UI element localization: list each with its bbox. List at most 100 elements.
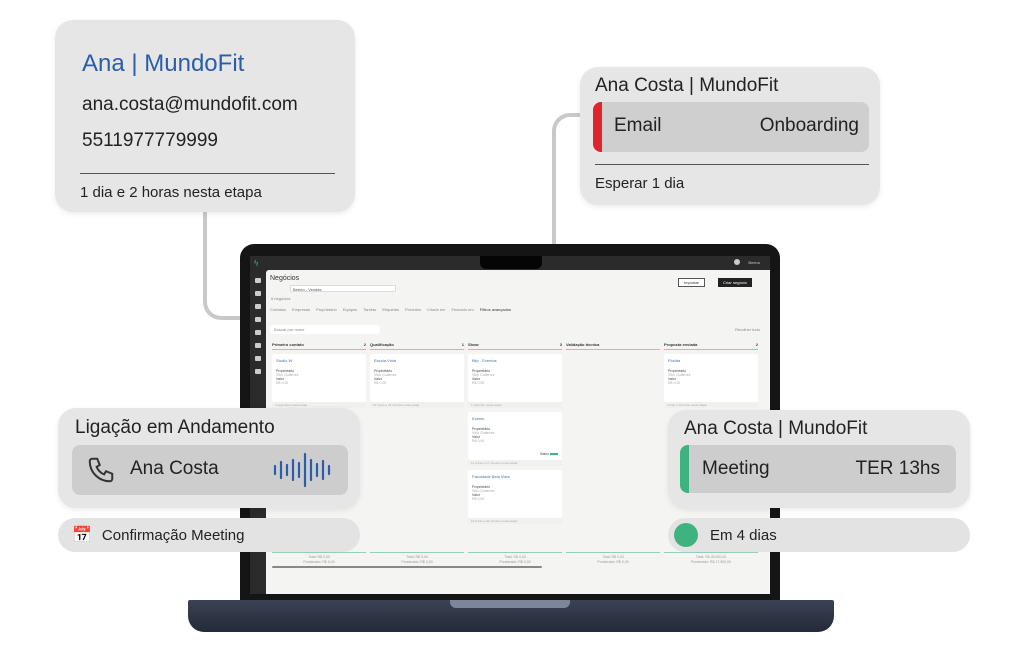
due-label: Em 4 dias <box>710 526 777 544</box>
call-title: Ligação em Andamento <box>75 417 275 438</box>
collapse-all-button[interactable]: Recolher tudo <box>735 327 760 332</box>
divider <box>595 164 869 165</box>
column-weighted: Ponderado: R$ 0,00 <box>401 560 433 564</box>
nav-icon[interactable] <box>254 369 261 374</box>
create-deal-button[interactable]: Criar negócio <box>718 278 752 287</box>
column-count: 1 <box>461 342 464 347</box>
filter-dropdown[interactable]: Criado em <box>427 307 446 312</box>
deal-name: Blip - Eventos <box>472 358 497 363</box>
deal-value: R$ 0,00 <box>374 381 387 385</box>
settings-icon[interactable] <box>734 259 740 265</box>
column-title: Primeiro contato <box>272 342 304 347</box>
owner-label: Proprietário <box>276 369 295 373</box>
pipeline-column: Validação técnica <box>566 342 660 350</box>
filter-dropdown[interactable]: Tarefas <box>363 307 377 312</box>
value-label: Valor <box>276 377 284 381</box>
filter-dropdown[interactable]: Empresas <box>292 307 311 312</box>
column-total: Total: R$ 0,00 <box>602 555 624 559</box>
call-row[interactable]: Ana Costa <box>72 445 348 495</box>
owner-value: Vitor Gutierrez <box>374 373 397 377</box>
meeting-type: Meeting <box>702 458 770 479</box>
stage-time: 1 dia e 2 horas nesta etapa <box>80 184 262 201</box>
filter-dropdown[interactable]: Fechado em <box>451 307 474 312</box>
call-card: Ligação em Andamento Ana Costa <box>58 408 360 508</box>
column-count: 2 <box>363 342 366 347</box>
nav-icon[interactable] <box>254 330 261 335</box>
deal-name: Studio W <box>276 358 293 363</box>
deal-stage-time: 1 segundo nesta etapa <box>468 402 562 408</box>
contact-card: Ana | MundoFit ana.costa@mundofit.com 55… <box>55 20 355 212</box>
nav-icon[interactable] <box>254 278 261 283</box>
priority-tag: Baixo <box>540 452 558 456</box>
filter-dropdown[interactable]: Equipes <box>342 307 358 312</box>
meeting-card: Ana Costa | MundoFit Meeting TER 13hs <box>668 410 970 508</box>
status-dot-icon <box>674 523 698 547</box>
filter-dropdown[interactable]: Proprietário <box>316 307 337 312</box>
column-title: Proposta enviada <box>664 342 698 347</box>
connector-line <box>203 210 248 320</box>
caller-name: Ana Costa <box>130 458 219 479</box>
column-title: Validação técnica <box>566 342 600 347</box>
advanced-filters-button[interactable]: Filtros avançados <box>479 307 512 312</box>
filter-dropdown[interactable]: Produtos <box>405 307 422 312</box>
value-label: Valor <box>374 377 382 381</box>
filter-bar: Contatos Empresas Proprietário Equipes Taref… <box>270 307 511 312</box>
deal-value: R$ 0,00 <box>472 381 485 385</box>
phone-icon <box>88 457 114 483</box>
column-total: Total: R$ 0,00 <box>504 555 526 559</box>
meeting-time: TER 13hs <box>855 458 940 479</box>
user-menu[interactable]: Beeno <box>748 260 760 265</box>
nav-icon[interactable] <box>254 317 261 322</box>
value-label: Valor <box>472 377 480 381</box>
deal-name: Escola Vinia <box>374 358 396 363</box>
app-logo-icon: ϟ <box>254 259 259 268</box>
column-total: Total: R$ 0,00 <box>308 555 330 559</box>
value-label: Valor <box>472 435 480 439</box>
deal-value: R$ 0,00 <box>472 439 485 443</box>
horizontal-scrollbar[interactable] <box>272 566 542 568</box>
owner-label: Proprietário <box>374 369 393 373</box>
due-pill[interactable]: Em 4 dias <box>668 518 970 552</box>
nav-icon[interactable] <box>254 343 261 348</box>
column-count: 2 <box>755 342 758 347</box>
meeting-row[interactable]: Meeting TER 13hs <box>680 445 956 493</box>
task-title: Ana Costa | MundoFit <box>595 75 779 96</box>
filter-dropdown[interactable]: Etiquetas <box>382 307 399 312</box>
reminder-pill[interactable]: 📅 Confirmação Meeting <box>58 518 360 552</box>
pipeline-select[interactable]: Beeno - Vendas <box>290 285 396 292</box>
deal-value: R$ 0,00 <box>472 497 485 501</box>
connector-line <box>552 113 584 247</box>
nav-icon[interactable] <box>254 304 261 309</box>
owner-label: Proprietário <box>472 369 491 373</box>
contact-title: Ana | MundoFit <box>82 50 245 77</box>
deal-value: R$ 0,00 <box>276 381 289 385</box>
deal-name: Florida <box>668 358 681 363</box>
nav-icon[interactable] <box>254 291 261 296</box>
owner-label: Proprietário <box>472 427 491 431</box>
meeting-title: Ana Costa | MundoFit <box>684 418 868 439</box>
filter-dropdown[interactable]: Contatos <box>270 307 287 312</box>
column-weighted: Ponderado: R$ 0,00 <box>303 560 335 564</box>
owner-label: Proprietário <box>668 369 687 373</box>
owner-value: Vitor Gutierrez <box>668 373 691 377</box>
task-wait: Esperar 1 dia <box>595 175 685 192</box>
import-button[interactable]: Importar <box>678 278 705 287</box>
column-title: Qualificação <box>370 342 394 347</box>
calendar-clock-icon: 📅 <box>72 527 92 544</box>
search-input[interactable]: Buscar por nome <box>270 325 380 334</box>
nav-icon[interactable] <box>254 356 261 361</box>
laptop-base <box>188 600 834 632</box>
task-row[interactable]: Email Onboarding <box>593 102 869 152</box>
